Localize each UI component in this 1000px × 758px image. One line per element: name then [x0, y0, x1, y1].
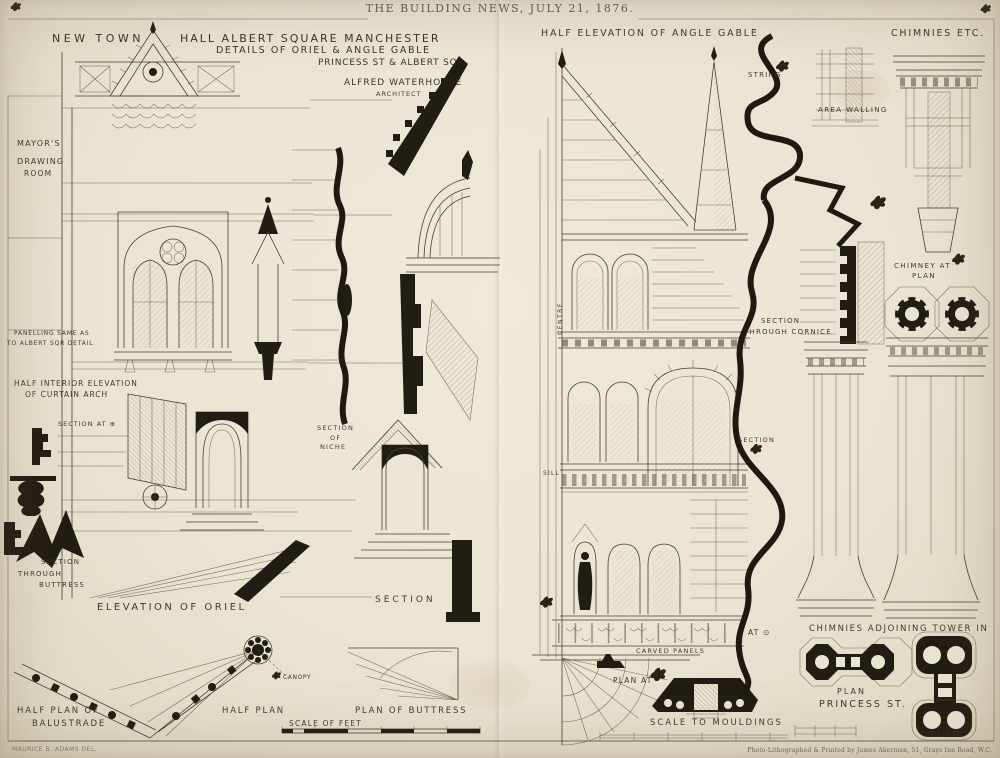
label-at-mark: AT ⊙ [748, 628, 771, 637]
balustrade-half-plan-drawing [13, 635, 289, 739]
label-mayors-2: DRAWING [17, 157, 65, 166]
label-section-niche-2: OF [330, 434, 342, 442]
section-title-chimnies: CHIMNIES ETC. [891, 28, 986, 39]
reference-mark-icon [750, 443, 762, 454]
label-half-interior-1: HALF INTERIOR ELEVATION [14, 379, 138, 388]
section-title-angle-gable: HALF ELEVATION OF ANGLE GABLE [541, 28, 759, 39]
buttress-plan-drawing [347, 647, 459, 701]
label-canopy: CANOPY [283, 674, 312, 681]
label-panelling-1: PANELLING SAME AS [14, 330, 90, 337]
label-half-plan-of-1: HALF PLAN OF [17, 706, 100, 716]
label-chimney-at-plan: PLAN [912, 272, 936, 280]
reference-mark-icon [776, 60, 789, 72]
label-sect-buttress-2: THROUGH [18, 570, 63, 578]
label-scale-of-feet: SCALE OF FEET [289, 719, 363, 728]
plate-location: PRINCESS ST & ALBERT SQR [318, 58, 465, 68]
label-plan-of-buttress: PLAN OF BUTTRESS [355, 706, 468, 716]
label-section-niche-1: SECTION [317, 424, 355, 432]
scale-of-feet-bar [281, 726, 481, 734]
plate-title-left: NEW TOWN [52, 32, 145, 45]
label-mayors-1: MAYOR'S [17, 139, 61, 148]
architect-name: ALFRED WATERHOUSE [344, 78, 463, 88]
section-title-chimnies-adjoining: CHIMNIES ADJOINING TOWER IN [809, 624, 989, 634]
chimney-plans-drawing [799, 631, 977, 741]
label-section-at: SECTION AT ⊕ [58, 420, 117, 428]
label-section-right: SECTION [738, 436, 776, 444]
label-plan-princess-1: PLAN [837, 687, 866, 696]
label-sect-buttress-1: SECTION [41, 558, 81, 566]
label-sect-buttress-3: BUTTRESS [39, 581, 86, 589]
label-chimney-at: CHIMNEY AT [894, 262, 951, 270]
plate-title-right: HALL ALBERT SQUARE MANCHESTER [180, 32, 441, 45]
niche-section-drawing [292, 146, 352, 425]
label-section-center: SECTION [375, 595, 436, 605]
label-plan-princess-2: PRINCESS ST. [819, 699, 907, 710]
page-border [7, 2, 995, 742]
main-section-drawing [351, 56, 500, 622]
architect-role: ARCHITECT [376, 90, 422, 98]
label-half-plan-of-2: BALUSTRADE [32, 719, 107, 729]
reference-mark-icon [271, 671, 281, 680]
label-sill: SILL [543, 470, 561, 477]
label-mayors-3: ROOM [24, 169, 53, 178]
label-panelling-2: TO ALBERT SQR DETAIL [7, 340, 94, 347]
label-sect-cornice-2: THROUGH CORNICE [744, 328, 832, 336]
publication-title: THE BUILDING NEWS, JULY 21, 1876. [365, 2, 635, 15]
oriel-elevation-drawing [4, 21, 420, 602]
reference-mark-icon [540, 596, 553, 608]
label-scale-to-mouldings: SCALE TO MOULDINGS [650, 718, 783, 728]
gable-section-profiles [732, 33, 885, 696]
label-plan-at: PLAN AT [613, 676, 653, 685]
label-string: STRING [748, 71, 782, 79]
reference-mark-icon [870, 195, 886, 210]
moulding-plan-drawing [599, 678, 788, 741]
label-area-walling: AREA WALLING [818, 106, 888, 114]
label-centre: CENTRE [557, 301, 564, 335]
label-section-niche-3: NICHE [320, 443, 347, 451]
label-half-plan: HALF PLAN [222, 706, 285, 716]
plate-subtitle: DETAILS OF ORIEL & ANGLE GABLE [216, 45, 431, 56]
chimneys-drawing [794, 47, 990, 737]
label-half-interior-2: OF CURTAIN ARCH [25, 390, 109, 399]
section-title-elevation-oriel: ELEVATION OF ORIEL [97, 602, 247, 613]
credit-printer: Photo-Lithographed & Printed by James Ak… [747, 747, 992, 754]
label-carved-panels: CARVED PANELS [636, 647, 706, 655]
label-plan-tower: PLAN [930, 730, 962, 740]
angle-gable-drawing [532, 46, 750, 746]
reference-mark-icon [952, 253, 965, 265]
label-sect-cornice-1: SECTION [761, 317, 801, 325]
credit-delineator: MAURICE B. ADAMS DEL. [12, 746, 98, 753]
